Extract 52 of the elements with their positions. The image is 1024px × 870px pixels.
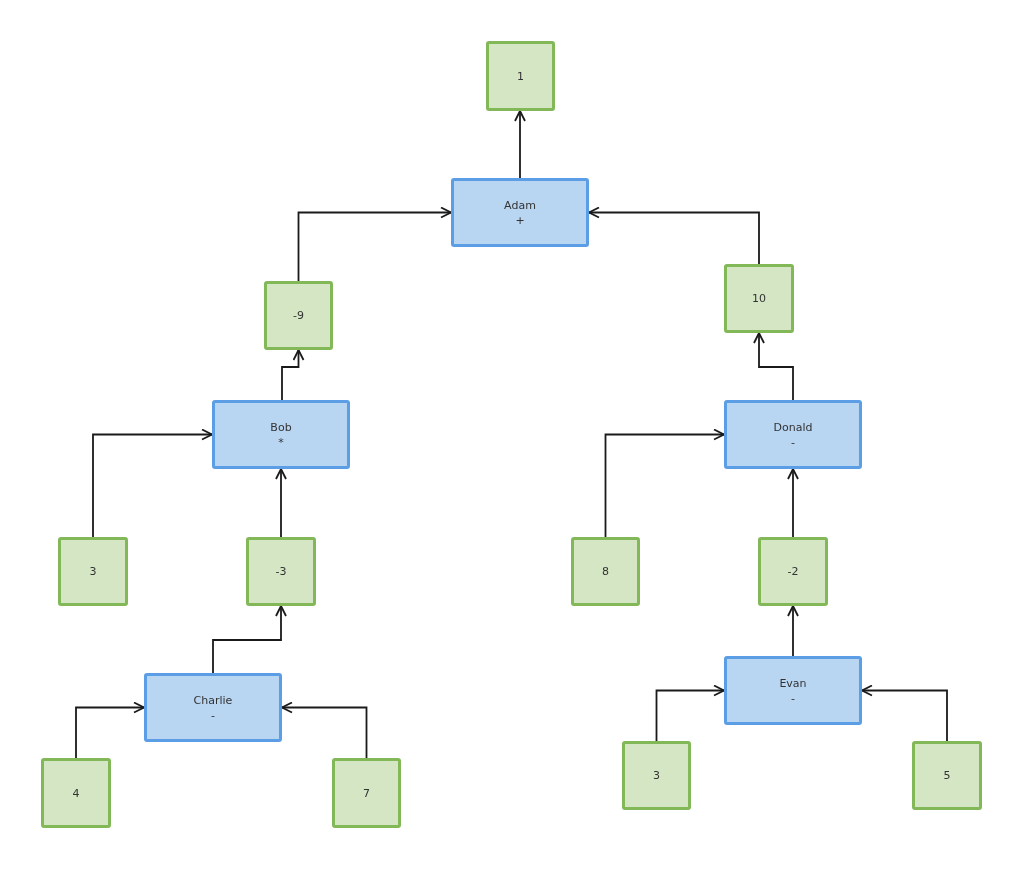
arrow <box>588 206 760 265</box>
arrow <box>787 605 799 657</box>
node-label: 10 <box>752 291 766 306</box>
value-box <box>41 758 111 828</box>
value-box <box>912 741 982 810</box>
node-label: Donald <box>773 419 813 435</box>
node-label: 4 <box>72 785 80 801</box>
node-label: * <box>278 434 284 450</box>
operator-box <box>451 178 589 247</box>
node-label: 5 <box>943 768 951 783</box>
node-label: 1 <box>517 68 524 84</box>
operator-box <box>212 400 350 469</box>
arrow <box>275 468 287 538</box>
value-box <box>246 537 316 606</box>
value-box <box>486 41 555 111</box>
node-label: - <box>791 690 795 706</box>
node-label: 3 <box>653 768 660 783</box>
value-box <box>622 741 691 810</box>
node-label: + <box>515 212 525 228</box>
node-label: -9 <box>293 308 304 323</box>
arrow <box>281 349 305 401</box>
node-label: Bob <box>270 419 292 435</box>
node-label: - <box>791 434 795 450</box>
arrow <box>212 605 287 674</box>
value-box <box>58 537 128 606</box>
arrow <box>861 684 948 742</box>
node-label: 7 <box>363 785 370 801</box>
node-label: Adam <box>504 197 536 213</box>
value-box <box>264 281 333 350</box>
arrow <box>655 684 725 742</box>
operator-box <box>724 656 862 725</box>
value-box <box>332 758 401 828</box>
node-label: Charlie <box>193 692 233 708</box>
value-box <box>571 537 640 606</box>
value-box <box>724 264 794 333</box>
node-label: 8 <box>602 564 609 579</box>
arrow <box>514 110 526 179</box>
node-label: Evan <box>779 675 807 691</box>
operator-box <box>724 400 862 469</box>
node-label: - <box>211 707 215 723</box>
node-label: -3 <box>275 564 287 579</box>
operator-box <box>144 673 282 742</box>
value-box <box>758 537 828 606</box>
arrow <box>787 468 799 538</box>
arrow <box>297 206 452 282</box>
arrow <box>281 701 368 759</box>
arrow <box>604 428 725 538</box>
node-label: 3 <box>89 564 97 579</box>
arrow <box>75 701 145 759</box>
arrow <box>753 332 794 401</box>
node-label: -2 <box>787 564 799 579</box>
arrow <box>92 428 213 538</box>
